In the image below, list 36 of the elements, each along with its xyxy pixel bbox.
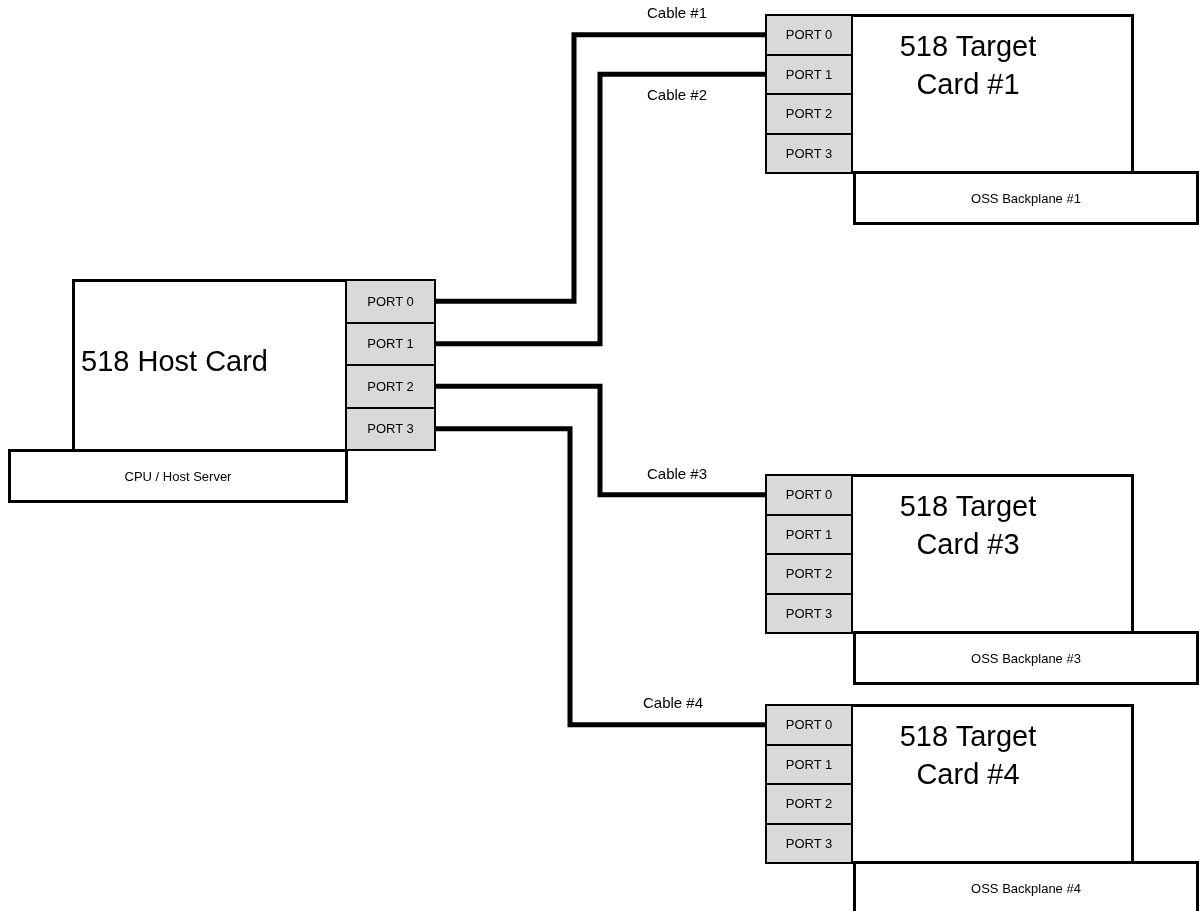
- port-box: PORT 2: [765, 93, 853, 135]
- cable-line: [436, 32, 765, 304]
- edge-label: Cable #4: [641, 694, 706, 711]
- port-box: PORT 1: [765, 513, 853, 555]
- port-box: PORT 2: [765, 783, 853, 825]
- circuit-card: [72, 279, 348, 452]
- backplane-bar: CPU / Host Server: [8, 449, 348, 503]
- port-box: PORT 1: [765, 743, 853, 785]
- port-box: PORT 1: [765, 53, 853, 95]
- cable-line: [436, 426, 765, 728]
- port-box: PORT 2: [765, 553, 853, 595]
- port-box: PORT 3: [345, 406, 436, 451]
- port-box: PORT 0: [765, 14, 853, 56]
- port-box: PORT 0: [765, 474, 853, 516]
- port-box: PORT 3: [765, 132, 853, 174]
- port-box: PORT 0: [765, 704, 853, 746]
- edge-label: Cable #3: [645, 465, 710, 482]
- cable-line: [436, 71, 765, 347]
- port-box: PORT 3: [765, 592, 853, 634]
- circuit-card: [850, 704, 1134, 864]
- backplane-bar: OSS Backplane #3: [853, 631, 1199, 685]
- cable-line: [436, 383, 765, 498]
- backplane-bar: OSS Backplane #1: [853, 171, 1199, 225]
- port-box: PORT 3: [765, 822, 853, 864]
- card-title: 518 Target Card #1: [898, 29, 1038, 102]
- edge-label: Cable #2: [645, 86, 710, 103]
- card-title: 518 Target Card #4: [898, 719, 1038, 792]
- circuit-card: [850, 474, 1134, 634]
- circuit-card: [850, 14, 1134, 174]
- card-title: 518 Host Card: [81, 344, 269, 379]
- card-title: 518 Target Card #3: [898, 489, 1038, 562]
- port-box: PORT 0: [345, 279, 436, 324]
- edge-label: Cable #1: [645, 4, 710, 21]
- port-box: PORT 1: [345, 321, 436, 366]
- backplane-bar: OSS Backplane #4: [853, 861, 1199, 911]
- port-box: PORT 2: [345, 364, 436, 409]
